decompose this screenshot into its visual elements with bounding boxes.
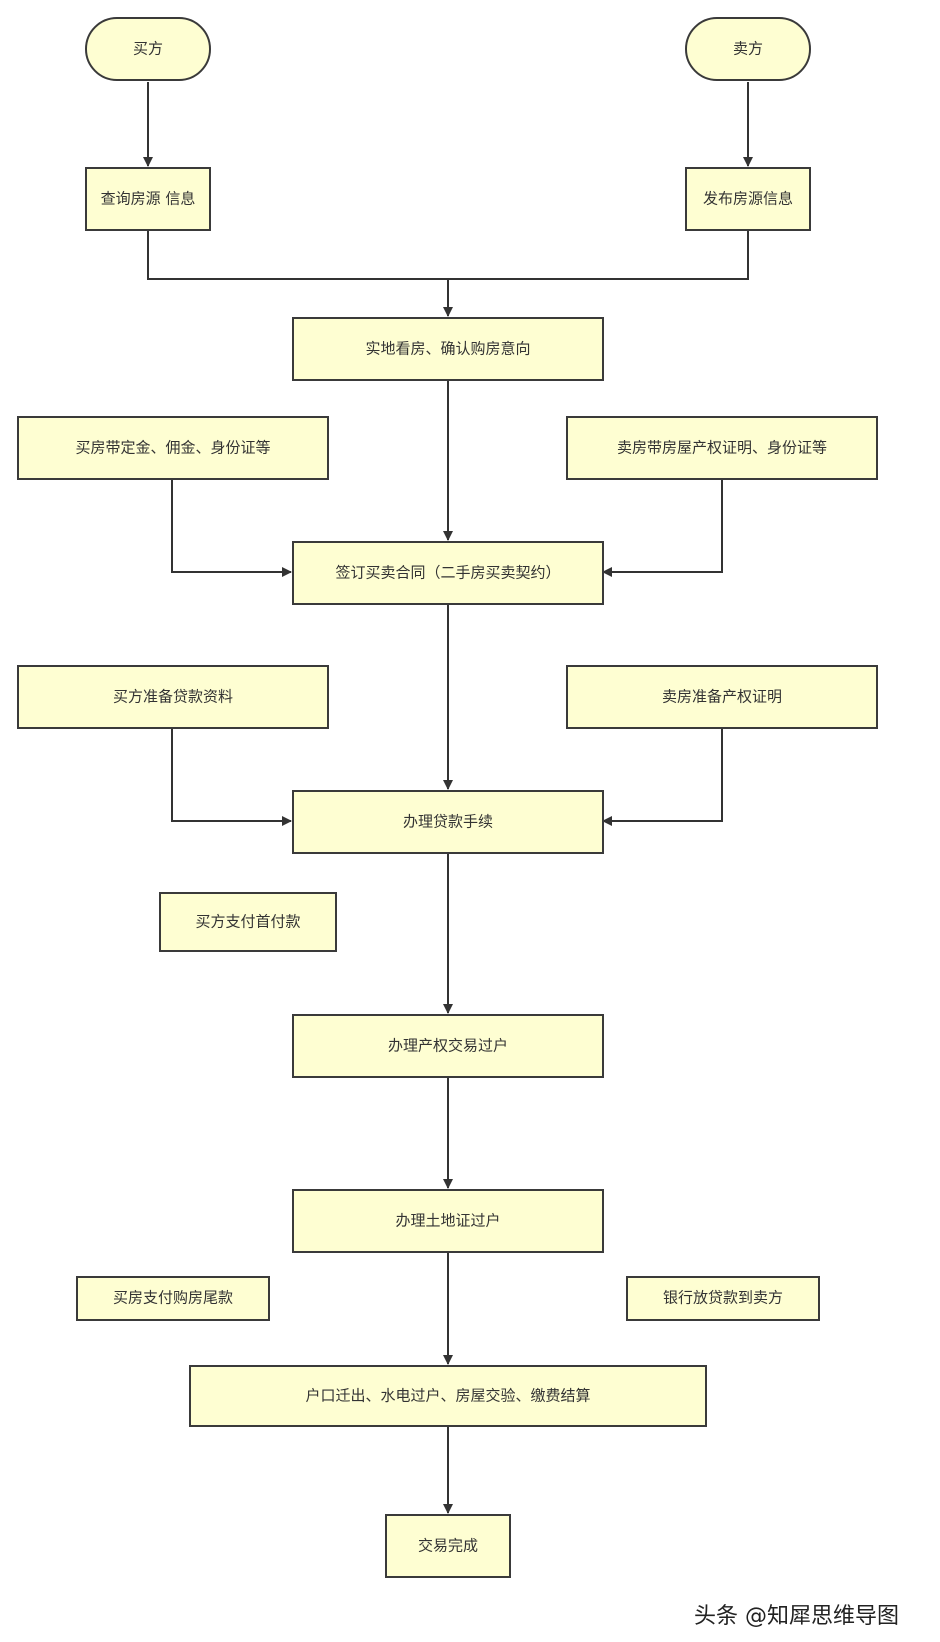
node-bank-release-label: 银行放贷款到卖方 (663, 1289, 783, 1307)
node-final-payment-label: 买房支付购房尾款 (113, 1289, 233, 1307)
node-visit-label: 实地看房、确认购房意向 (365, 340, 530, 358)
node-land-cert-label: 办理土地证过户 (395, 1212, 500, 1230)
node-done-label: 交易完成 (418, 1537, 478, 1555)
node-bank-release: 银行放贷款到卖方 (626, 1276, 820, 1321)
node-done: 交易完成 (385, 1514, 511, 1578)
node-transfer-label: 办理产权交易过户 (388, 1037, 508, 1055)
node-handover-label: 户口迁出、水电过户、房屋交验、缴费结算 (305, 1387, 590, 1405)
node-buyer-docs: 买房带定金、佣金、身份证等 (17, 416, 329, 480)
edge-merge-line (147, 231, 749, 280)
node-buyer: 买方 (85, 17, 211, 81)
edges (143, 82, 753, 1514)
edge-buyerdocs-contract (171, 480, 292, 577)
node-handover: 户口迁出、水电过户、房屋交验、缴费结算 (189, 1365, 707, 1427)
node-buyer-label: 买方 (133, 40, 163, 58)
node-loan-label: 办理贷款手续 (403, 813, 493, 831)
node-query-label: 查询房源 信息 (101, 190, 196, 208)
edge-sellerprop-loan (602, 729, 723, 826)
node-down-payment: 买方支付首付款 (159, 892, 337, 952)
watermark: 头条 @知犀思维导图 (694, 1604, 899, 1629)
node-seller-property-docs: 卖房准备产权证明 (566, 665, 878, 729)
node-contract: 签订买卖合同（二手房买卖契约） (292, 541, 604, 605)
edge-buyerloan-loan (171, 729, 292, 826)
node-seller: 卖方 (685, 17, 811, 81)
node-loan: 办理贷款手续 (292, 790, 604, 854)
node-visit: 实地看房、确认购房意向 (292, 317, 604, 381)
node-seller-label: 卖方 (733, 40, 763, 58)
node-seller-property-docs-label: 卖房准备产权证明 (662, 688, 782, 706)
node-down-payment-label: 买方支付首付款 (195, 913, 300, 931)
node-buyer-loan-docs: 买方准备贷款资料 (17, 665, 329, 729)
node-seller-docs-label: 卖房带房屋产权证明、身份证等 (617, 439, 827, 457)
node-contract-label: 签订买卖合同（二手房买卖契约） (335, 564, 560, 582)
node-seller-docs: 卖房带房屋产权证明、身份证等 (566, 416, 878, 480)
node-publish-label: 发布房源信息 (703, 190, 793, 208)
node-publish: 发布房源信息 (685, 167, 811, 231)
edge-sellerdocs-contract (602, 480, 723, 577)
node-final-payment: 买房支付购房尾款 (76, 1276, 270, 1321)
node-land-cert: 办理土地证过户 (292, 1189, 604, 1253)
node-query: 查询房源 信息 (85, 167, 211, 231)
node-buyer-loan-docs-label: 买方准备贷款资料 (113, 688, 233, 706)
node-buyer-docs-label: 买房带定金、佣金、身份证等 (75, 439, 270, 457)
node-transfer: 办理产权交易过户 (292, 1014, 604, 1078)
